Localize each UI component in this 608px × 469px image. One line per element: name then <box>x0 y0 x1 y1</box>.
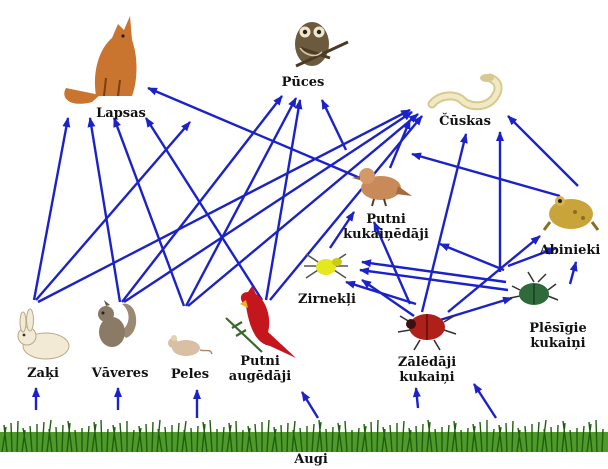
feeding-arrow <box>122 96 282 302</box>
feeding-arrow <box>302 392 318 418</box>
feeding-arrow <box>440 244 504 270</box>
feeding-arrow <box>412 154 560 196</box>
mouse-icon <box>168 335 212 356</box>
grass-icon <box>0 420 608 452</box>
feeding-arrow <box>322 100 346 150</box>
feeding-arrow <box>188 114 418 306</box>
spider-icon <box>304 254 348 278</box>
feeding-arrow <box>124 112 412 302</box>
node-label-vaveres: Vāveres <box>92 366 149 381</box>
squirrel-icon <box>98 300 136 347</box>
rabbit-icon <box>18 309 69 359</box>
node-label-cuskas: Čūskas <box>439 114 491 129</box>
feeding-arrow <box>416 388 418 408</box>
node-label-peles: Peles <box>171 367 209 382</box>
herbivorous-beetle-icon <box>398 314 456 350</box>
snake-icon <box>432 74 498 106</box>
node-label-zaki: Zaķi <box>27 366 59 381</box>
feeding-arrow <box>114 118 184 306</box>
node-label-abinieki: Abinieki <box>540 243 601 258</box>
node-label-lapsas: Lapsas <box>96 106 146 121</box>
node-label-putni-kukainedaji: Putni kukaiņēdāji <box>343 212 429 242</box>
predatory-beetle-icon <box>510 272 558 305</box>
fox-icon <box>64 16 136 104</box>
feeding-arrow <box>390 120 410 168</box>
node-label-zirnekli: Zirnekļi <box>298 292 356 307</box>
feeding-arrow <box>570 262 576 284</box>
node-label-augi: Augi <box>294 452 328 467</box>
node-label-puces: Pūces <box>282 75 325 90</box>
feeding-arrow <box>34 118 68 300</box>
node-label-plesigie-kukaini: Plēsīgie kukaiņi <box>529 321 587 351</box>
feeding-arrow <box>186 98 296 306</box>
feeding-arrow <box>90 118 120 302</box>
feeding-arrow <box>508 116 578 186</box>
toad-icon <box>544 196 598 230</box>
node-label-putni-augedaji: Putni augēdāji <box>229 354 291 384</box>
feeding-arrow <box>474 384 496 418</box>
node-label-zaledaji-kukaini: Zālēdāji kukaiņi <box>398 355 456 385</box>
owl-icon <box>295 22 348 66</box>
insectivorous-bird-icon <box>352 168 412 206</box>
